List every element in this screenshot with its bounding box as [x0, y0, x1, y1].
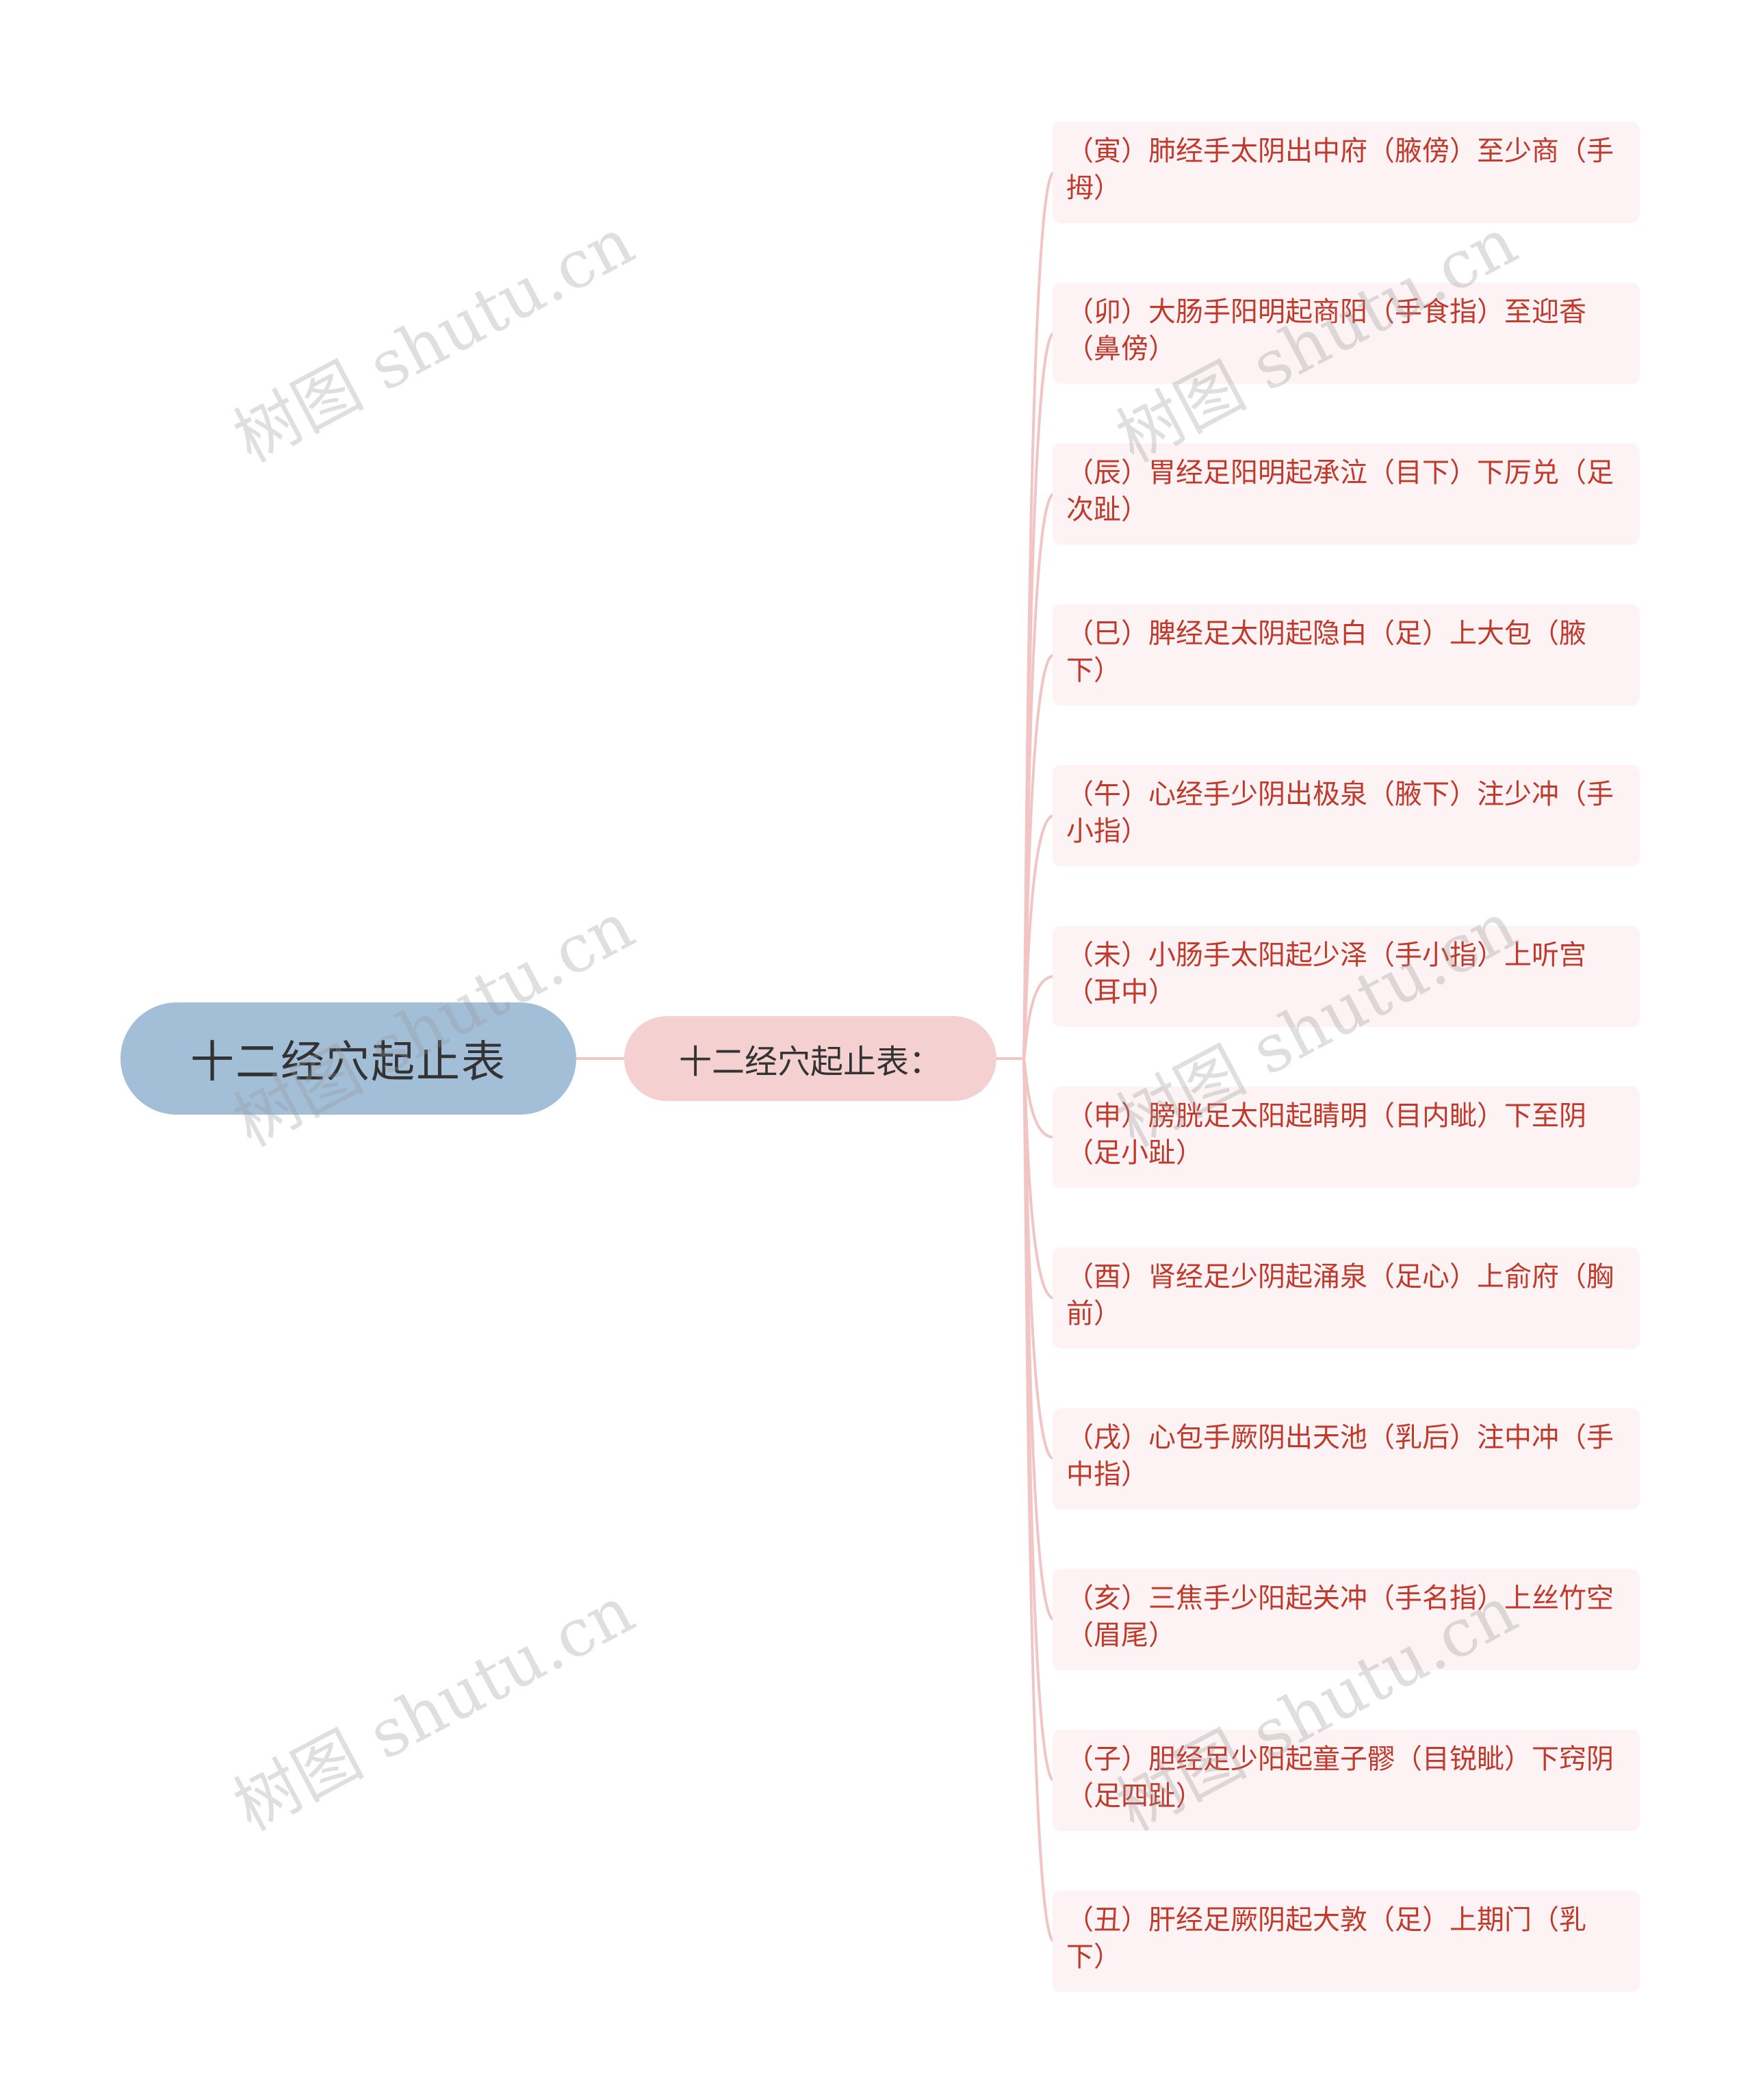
connector-leaf-12	[1022, 1057, 1055, 1943]
leaf-node-10[interactable]: （亥）三焦手少阳起关冲（手名指）上丝竹空（眉尾）	[1053, 1569, 1640, 1670]
branch-node[interactable]: 十二经穴起止表：	[624, 1016, 996, 1101]
leaf-node-1[interactable]: （寅）肺经手太阴出中府（腋傍）至少商（手拇）	[1053, 122, 1640, 223]
leaf-node-4[interactable]: （巳）脾经足太阴起隐白（足）上大包（腋下）	[1053, 604, 1640, 705]
connector-leaf-5	[1022, 814, 1055, 1060]
leaf-node-11[interactable]: （子）胆经足少阳起童子髎（目锐眦）下窍阴（足四趾）	[1053, 1730, 1640, 1831]
leaf-node-7[interactable]: （申）膀胱足太阳起睛明（目内眦）下至阴（足小趾）	[1053, 1087, 1640, 1188]
connector-leaf-6	[1022, 975, 1055, 1060]
leaf-node-8[interactable]: （酉）肾经足少阴起涌泉（足心）上俞府（胸前）	[1053, 1247, 1640, 1349]
root-node[interactable]: 十二经穴起止表	[120, 1002, 576, 1115]
leaf-node-6[interactable]: （未）小肠手太阳起少泽（手小指）上听宫（耳中）	[1053, 926, 1640, 1027]
connector-leaf-7	[1022, 1057, 1055, 1139]
leaf-node-3[interactable]: （辰）胃经足阳明起承泣（目下）下厉兑（足次趾）	[1053, 443, 1640, 545]
root-node-label: 十二经穴起止表	[190, 1037, 506, 1088]
leaf-node-9[interactable]: （戌）心包手厥阴出天池（乳后）注中冲（手中指）	[1053, 1408, 1640, 1509]
branch-node-label: 十二经穴起止表：	[678, 1043, 942, 1081]
leaf-node-12[interactable]: （丑）肝经足厥阴起大敦（足）上期门（乳下）	[1053, 1891, 1640, 1992]
leaf-node-2[interactable]: （卯）大肠手阳明起商阳（手食指）至迎香（鼻傍）	[1053, 283, 1640, 384]
leaf-node-5[interactable]: （午）心经手少阴出极泉（腋下）注少冲（手小指）	[1053, 765, 1640, 866]
